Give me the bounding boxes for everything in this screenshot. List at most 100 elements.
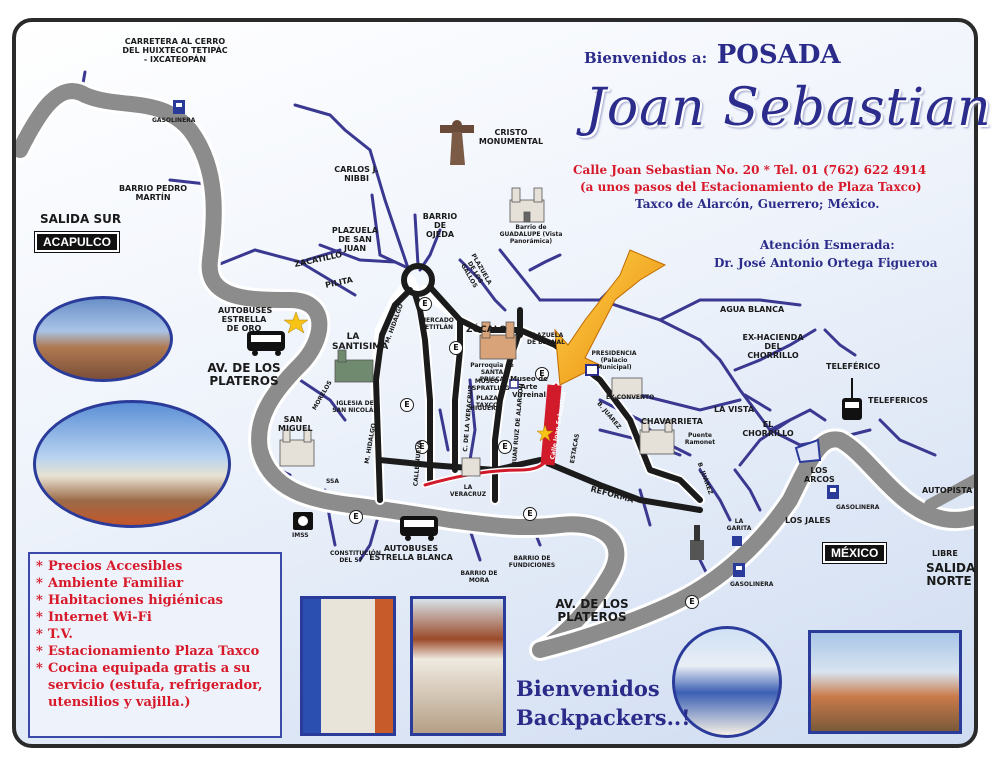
acapulco-sign: ACAPULCO (34, 231, 120, 253)
label-barrio-ojeda: BARRIO DE OJEDA (422, 212, 458, 239)
label-iglesia-san-nicolas: IGLESIA DE SAN NICOLÁS (332, 400, 378, 414)
label-agua-blanca: AGUA BLANCA (720, 305, 785, 314)
attention-label: Atención Esmerada: (760, 238, 895, 252)
building-ex-convento-icon (611, 377, 643, 399)
address-line-2: (a unos pasos del Estacionamiento de Pla… (580, 180, 922, 194)
star-icon (536, 424, 554, 442)
feature-item: Cocina equipada gratis a su servicio (es… (36, 660, 274, 711)
label-la-garita: LA GARITA (726, 518, 752, 532)
feature-item: Ambiente Familiar (36, 575, 274, 592)
label-carretera: CARRETERA AL CERRO DEL HUIXTECO TETIPÁC … (122, 37, 228, 64)
label-constitucion: CONSTITUCIÓN DEL 57 (330, 550, 381, 564)
e-marker: E (498, 440, 512, 454)
label-cristo: CRISTO MONUMENTAL (478, 128, 544, 146)
bus-icon (247, 331, 285, 356)
building-santisima-icon (334, 349, 374, 383)
label-autobuses-oro: AUTOBUSES ESTRELLA DE ORO (218, 306, 273, 333)
imss-icon (293, 512, 313, 530)
photo-terrace (808, 630, 962, 734)
label-plazuela-bernal: PLAZUELA DE BERNAL (527, 332, 565, 346)
photo-blue-door (300, 596, 396, 736)
label-av-plateros-1: AV. DE LOS PLATEROS (207, 361, 281, 388)
label-la-vista: LA VISTA (714, 405, 755, 414)
label-mercado: MERCADO TETITLÁN (420, 317, 454, 331)
bus-icon-2 (400, 516, 438, 541)
photo-entrance-oval (672, 626, 782, 738)
label-gasolinera-2: GASOLINERA (836, 504, 880, 511)
label-museo-virreinal: Museo de Arte Virreinal (510, 375, 548, 399)
label-ssa: SSA (326, 478, 340, 485)
e-marker: E (449, 341, 463, 355)
church-san-miguel-icon (279, 429, 315, 467)
label-gasolinera-3: GASOLINERA (730, 581, 774, 588)
address-line-3: Taxco de Alarcón, Guerrero; México. (635, 197, 880, 211)
mexico-sign: MÉXICO (821, 542, 888, 564)
label-av-plateros-2: AV. DE LOS PLATEROS (555, 597, 629, 624)
label-museo-spratling: MUSEO SPRATLING (472, 378, 510, 392)
welcome-text: Bienvenidos Backpackers..! (516, 674, 690, 732)
label-autopista: AUTOPISTA (922, 486, 973, 495)
label-teleferico: TELEFÉRICO (826, 362, 881, 371)
photo-courtyard (410, 596, 506, 736)
label-plazuela-san-juan: PLAZUELA DE SAN JUAN (331, 226, 379, 253)
feature-item: Precios Accesibles (36, 558, 274, 575)
calle-joan-sebastian-road (540, 384, 562, 466)
arrow-icon (554, 249, 667, 386)
label-los-arcos: LOS ARCOS (804, 466, 835, 484)
label-barrio-fundiciones: BARRIO DE FUNDICIONES (508, 555, 556, 569)
arches-icon (794, 438, 822, 464)
label-parroquia: Parroquia de SANTA PRISCA (470, 362, 514, 383)
label-higuera: HIGUERA (470, 405, 501, 412)
label-san-miguel: SAN MIGUEL (278, 415, 313, 433)
label-zocalo: ZÓCALO (466, 325, 507, 335)
feature-item: Internet Wi-Fi (36, 609, 274, 626)
label-ex-hacienda: EX-HACIENDA DEL CHORRILLO (742, 333, 804, 360)
label-carlos-nibbi: CARLOS J. NIBBI (334, 165, 379, 183)
label-la-veracruz: LA VERACRUZ (449, 484, 487, 498)
cristo-icon (440, 120, 474, 165)
photo-rooftop-view (33, 400, 231, 528)
address-line-1: Calle Joan Sebastian No. 20 * Tel. 01 (7… (573, 163, 927, 177)
highway-norte (532, 431, 974, 658)
star-oro-icon (283, 311, 309, 334)
features-box: Precios Accesibles Ambiente Familiar Hab… (28, 552, 282, 738)
photo-santa-prisca (33, 296, 173, 382)
feature-item: Habitaciones higiénicas (36, 592, 274, 609)
label-gasolinera: GASOLINERA (152, 117, 196, 124)
e-marker: E (400, 398, 414, 412)
building-veracruz-icon (461, 457, 481, 477)
label-libre: LIBRE (932, 549, 958, 558)
e-marker: E (523, 507, 537, 521)
label-chavarrieta: CHAVARRIETA (641, 417, 703, 426)
label-ex-convento: EX-CONVENTO (606, 394, 655, 401)
posada-label: POSADA (716, 40, 841, 70)
attention-person: Dr. José Antonio Ortega Figueroa (714, 256, 938, 270)
label-la-santisima: LA SANTISIMA (332, 332, 389, 352)
gas-station-icon-3 (733, 563, 745, 577)
autopista-road (924, 469, 974, 511)
e-marker: E (349, 510, 363, 524)
cable-car-icon (842, 378, 862, 420)
church-chavarrieta-icon (639, 419, 675, 455)
gas-station-icon-2 (827, 485, 839, 499)
label-salida-norte: SALIDA NORTE (926, 561, 976, 588)
label-el-chorrillo: EL CHORRILLO (742, 420, 794, 438)
church-guadalupe-icon (509, 187, 545, 223)
label-barrio-mora: BARRIO DE MORA (460, 570, 498, 584)
e-marker: E (418, 297, 432, 311)
label-telefericos: TELEFERICOS (868, 396, 928, 405)
label-barrio-pedro: BARRIO PEDRO MARTÍN (118, 184, 188, 202)
e-marker: E (685, 595, 699, 609)
label-autobuses-blanca: AUTOBUSES ESTRELLA BLANCA (369, 544, 453, 562)
presidencia-icon (585, 364, 599, 376)
greeting: Bienvenidos a: (584, 49, 708, 67)
welcome-line-2: Backpackers..! (516, 705, 691, 730)
label-los-jales: LOS JALES (785, 516, 831, 525)
label-imss: IMSS (292, 532, 309, 539)
header-greeting-line: Bienvenidos a: POSADA (584, 40, 841, 70)
label-barrio-guadalupe: Barrio de GUADALUPE (Vista Panorámica) (499, 224, 563, 245)
statue-icon (690, 525, 704, 560)
gas-station-icon-4 (732, 536, 742, 546)
church-santa-prisca-icon (479, 321, 517, 360)
